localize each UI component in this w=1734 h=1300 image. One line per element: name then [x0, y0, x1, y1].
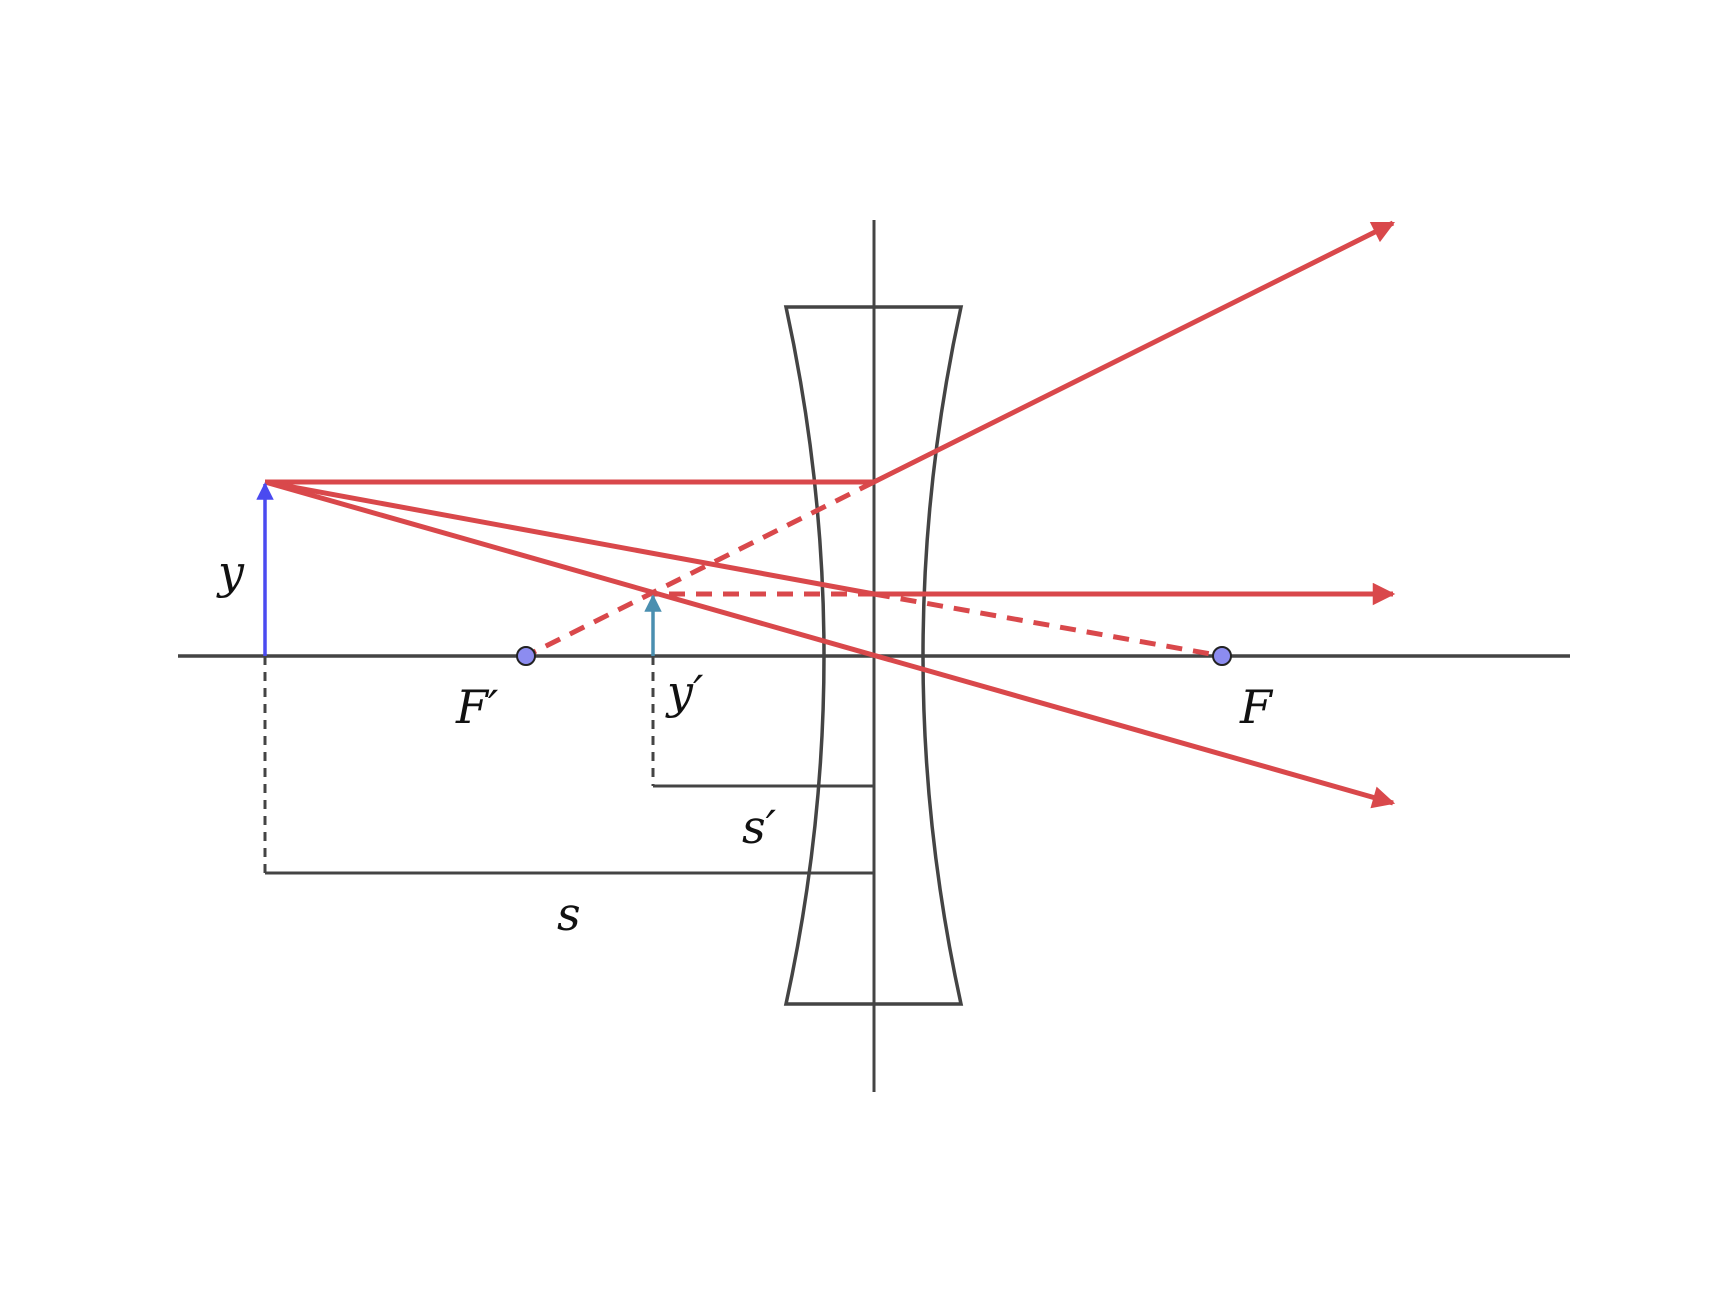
image-height-label: y′	[665, 665, 704, 719]
virtual-ray-parallel-back	[524, 479, 876, 659]
object-height-label: y	[216, 545, 245, 599]
focal-point-back	[1212, 646, 1232, 666]
ray-central	[264, 479, 1396, 809]
image-distance-label: s′	[742, 800, 777, 854]
virtual-ray-focal-forward	[873, 591, 1223, 659]
object-distance-label: s	[557, 887, 581, 941]
focal-point-front	[516, 646, 536, 666]
focal-back-label: F	[1239, 680, 1274, 734]
ray-parallel-refracted	[872, 220, 1396, 485]
focal-front-label: F′	[455, 680, 499, 734]
concave-lens	[783, 305, 964, 1006]
ray-focal-incident	[264, 479, 875, 597]
